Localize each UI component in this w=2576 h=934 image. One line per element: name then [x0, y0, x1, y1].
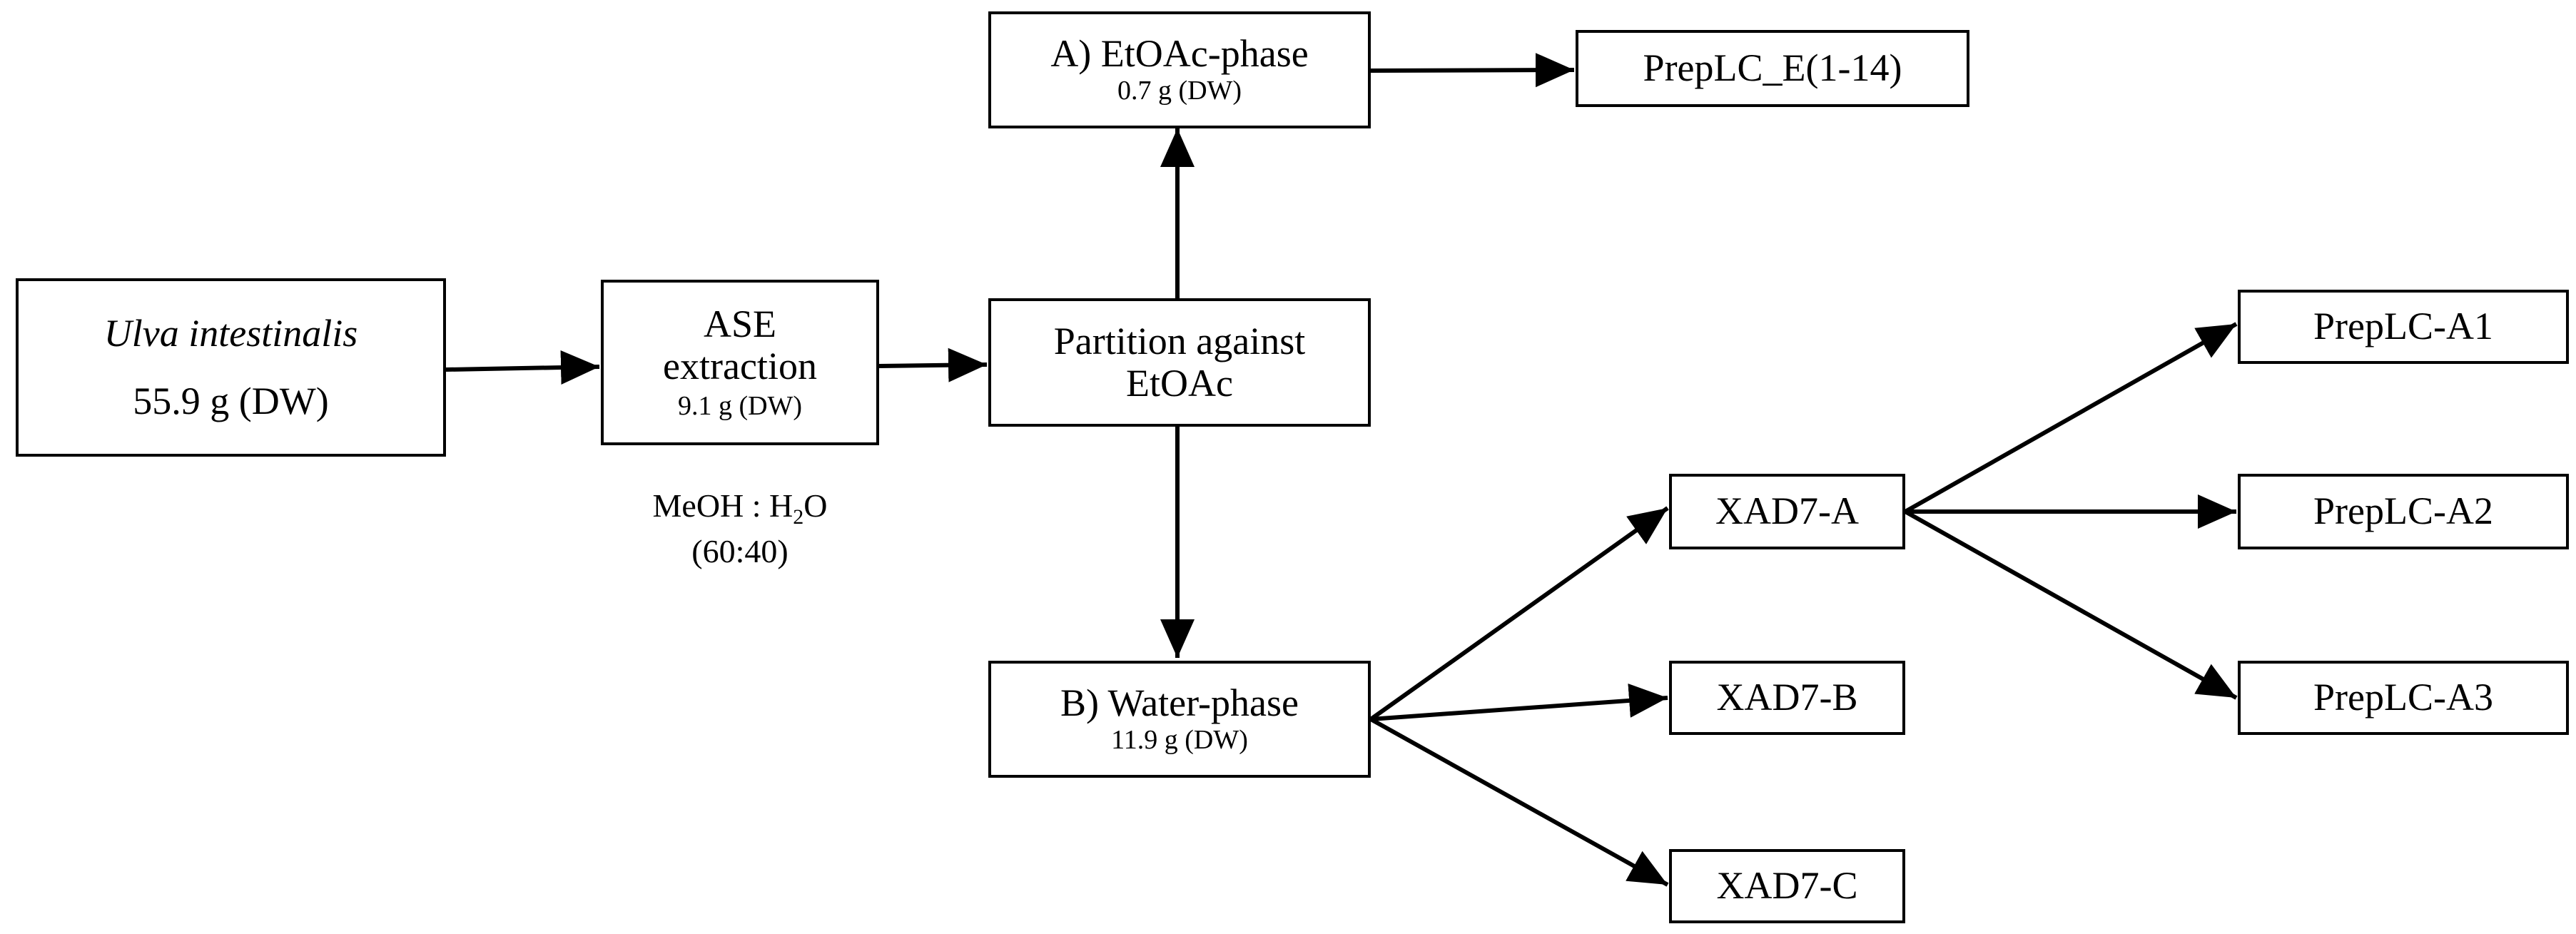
ase-solvent-note: MeOH : H2O (60:40)	[601, 485, 879, 572]
water-weight: 11.9 g (DW)	[1111, 724, 1248, 755]
partition-line1: Partition against	[1053, 319, 1306, 362]
arrow-ulva-to-ase	[445, 350, 600, 385]
arrow-xad7-a-to-preplc-a1	[1904, 322, 2238, 514]
solvent-ratio: (60:40)	[691, 532, 788, 569]
node-preplc-a2: PrepLC-A2	[2238, 474, 2569, 549]
arrow-water-to-xad7-a	[1369, 506, 1669, 721]
etoac-weight: 0.7 g (DW)	[1117, 75, 1242, 106]
ase-weight: 9.1 g (DW)	[677, 390, 803, 421]
preplc-a3-title: PrepLC-A3	[2313, 676, 2493, 719]
node-xad7-b: XAD7-B	[1669, 661, 1905, 735]
xad7-b-title: XAD7-B	[1716, 676, 1858, 719]
preplc-e-title: PrepLC_E(1-14)	[1643, 46, 1902, 90]
xad7-a-title: XAD7-A	[1715, 489, 1859, 533]
ulva-title: Ulva intestinalis	[103, 311, 358, 355]
node-xad7-a: XAD7-A	[1669, 474, 1905, 549]
node-preplc-e: PrepLC_E(1-14)	[1576, 30, 1969, 107]
etoac-title: A) EtOAc-phase	[1050, 32, 1309, 76]
arrow-water-to-xad7-b	[1370, 683, 1668, 721]
node-xad7-c: XAD7-C	[1669, 849, 1905, 923]
solvent-formula: MeOH : H2O	[652, 487, 828, 529]
node-ase-extraction: ASE extraction 9.1 g (DW)	[601, 280, 879, 445]
ulva-weight: 55.9 g (DW)	[133, 380, 329, 422]
arrow-water-to-xad7-c	[1369, 717, 1669, 887]
node-partition: Partition against EtOAc	[988, 298, 1371, 427]
node-ulva-intestinalis: Ulva intestinalis 55.9 g (DW)	[16, 278, 446, 457]
partition-line2: EtOAc	[1126, 362, 1233, 405]
arrow-ase-to-partition	[878, 347, 988, 382]
arrow-etoac-to-preplc-e	[1370, 53, 1575, 88]
node-preplc-a3: PrepLC-A3	[2238, 661, 2569, 735]
xad7-c-title: XAD7-C	[1716, 864, 1858, 908]
preplc-a1-title: PrepLC-A1	[2313, 305, 2493, 348]
water-title: B) Water-phase	[1060, 681, 1299, 725]
node-water-phase: B) Water-phase 11.9 g (DW)	[988, 661, 1371, 778]
node-preplc-a1: PrepLC-A1	[2238, 290, 2569, 364]
preplc-a2-title: PrepLC-A2	[2313, 489, 2493, 533]
node-etoac-phase: A) EtOAc-phase 0.7 g (DW)	[988, 11, 1371, 128]
arrow-xad7-a-to-preplc-a3	[1904, 509, 2238, 700]
ase-line1: ASE	[703, 302, 776, 345]
ase-line2: extraction	[663, 345, 817, 388]
